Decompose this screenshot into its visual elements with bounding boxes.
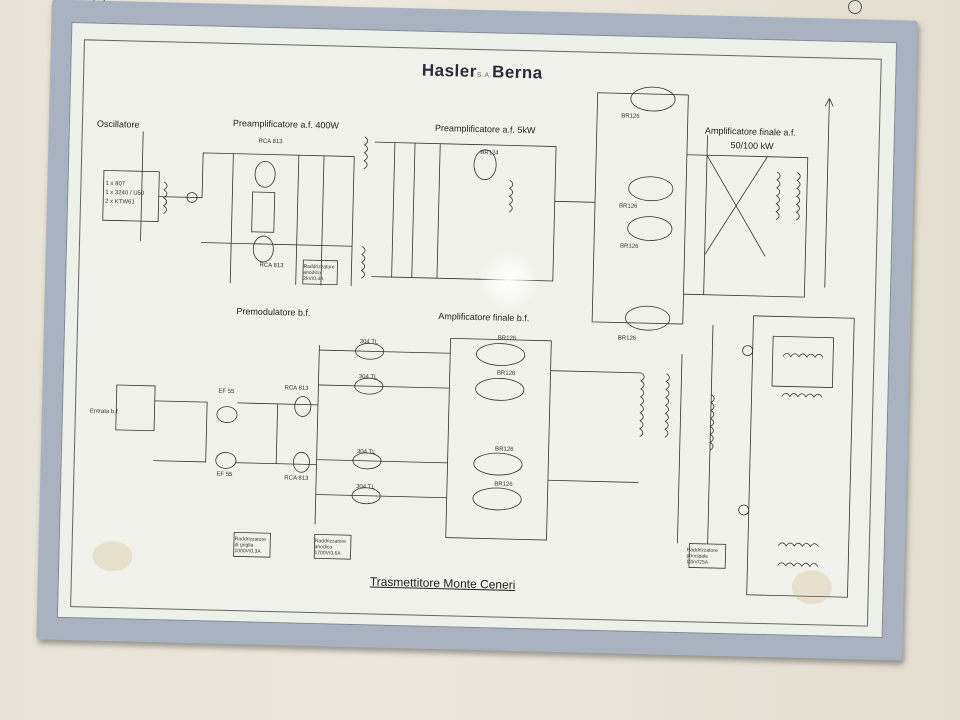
label-rca813-bottom: RCA 813 xyxy=(259,262,284,270)
note-rectifier-1: Raddrizzatore anodico 2kV/0,4A xyxy=(303,263,335,283)
tube-bf-br126-3 xyxy=(473,452,523,476)
schematic-poster: HaslerS.A.Berna Oscillatore Preamplifica… xyxy=(70,39,882,627)
brand-berna: Berna xyxy=(491,62,543,83)
label-premodulator: Premodulatore b.f. xyxy=(236,306,311,318)
label-304tl-2: 304 TL xyxy=(358,374,378,381)
label-pm-813-bottom: RCA 813 xyxy=(284,475,309,482)
tube-br126-c xyxy=(627,216,673,241)
label-rca813-top: RCA 813 xyxy=(258,138,283,146)
picture-frame: HaslerS.A.Berna Oscillatore Preamplifica… xyxy=(36,0,918,661)
label-oscillator: Oscillatore xyxy=(96,118,140,130)
label-pm-813-top: RCA 813 xyxy=(284,385,309,392)
label-bf-br126-2: BR126 xyxy=(496,370,516,377)
osc-tube-1: 1 x 807 xyxy=(105,180,126,188)
note-rectifier-4: Raddrizzatore principale 12kV/25A xyxy=(686,547,718,566)
label-br124: BR124 xyxy=(480,150,499,157)
tube-bf-br126-1 xyxy=(476,343,526,366)
oscillator-coil xyxy=(162,181,168,215)
note-rectifier-2: Raddrizzatore di griglia 1000V/0,3A xyxy=(234,536,267,555)
osc-tube-2: 1 x 3240 / U50 xyxy=(105,189,145,197)
label-ef55-top: EF 55 xyxy=(218,388,235,396)
label-bf-br126-3: BR126 xyxy=(495,446,514,453)
tube-rca813-bottom xyxy=(252,235,274,263)
label-br126-b: BR126 xyxy=(618,203,638,210)
note-input-bf: Entrata b.f. xyxy=(89,408,120,416)
label-304tl-1: 304 TL xyxy=(359,339,379,346)
tube-br126-a xyxy=(630,86,676,112)
label-304tl-4: 304 TL xyxy=(356,484,375,491)
note-rectifier-3: Raddrizzatore anodico 1700V/0,6A xyxy=(314,538,346,557)
label-bf-br126-1: BR126 xyxy=(497,335,517,342)
label-br126-d: BR126 xyxy=(617,335,637,342)
label-br126-a: BR126 xyxy=(621,113,640,120)
label-bf-br126-4: BR126 xyxy=(494,481,513,488)
tube-br124 xyxy=(473,149,497,181)
label-br126-c: BR126 xyxy=(620,243,639,250)
tube-br126-d xyxy=(625,305,671,331)
label-final-af-power: 50/100 kW xyxy=(730,140,774,152)
tube-br126-b xyxy=(628,176,674,202)
frame-matting: HaslerS.A.Berna Oscillatore Preamplifica… xyxy=(56,21,898,639)
brand-sa: S.A. xyxy=(476,71,493,80)
tube-bf-br126-4 xyxy=(472,487,522,511)
label-304tl-3: 304 TL xyxy=(356,449,376,456)
brand-hasler: Hasler xyxy=(421,60,478,81)
label-ef55-bottom: EF 55 xyxy=(216,471,233,479)
input-transformer xyxy=(115,384,156,432)
tube-bf-br126-2 xyxy=(475,378,525,401)
tube-rca813-top xyxy=(254,160,276,188)
hanging-hook-right xyxy=(848,0,862,14)
osc-tube-3: 2 x KTW61 xyxy=(104,198,135,206)
